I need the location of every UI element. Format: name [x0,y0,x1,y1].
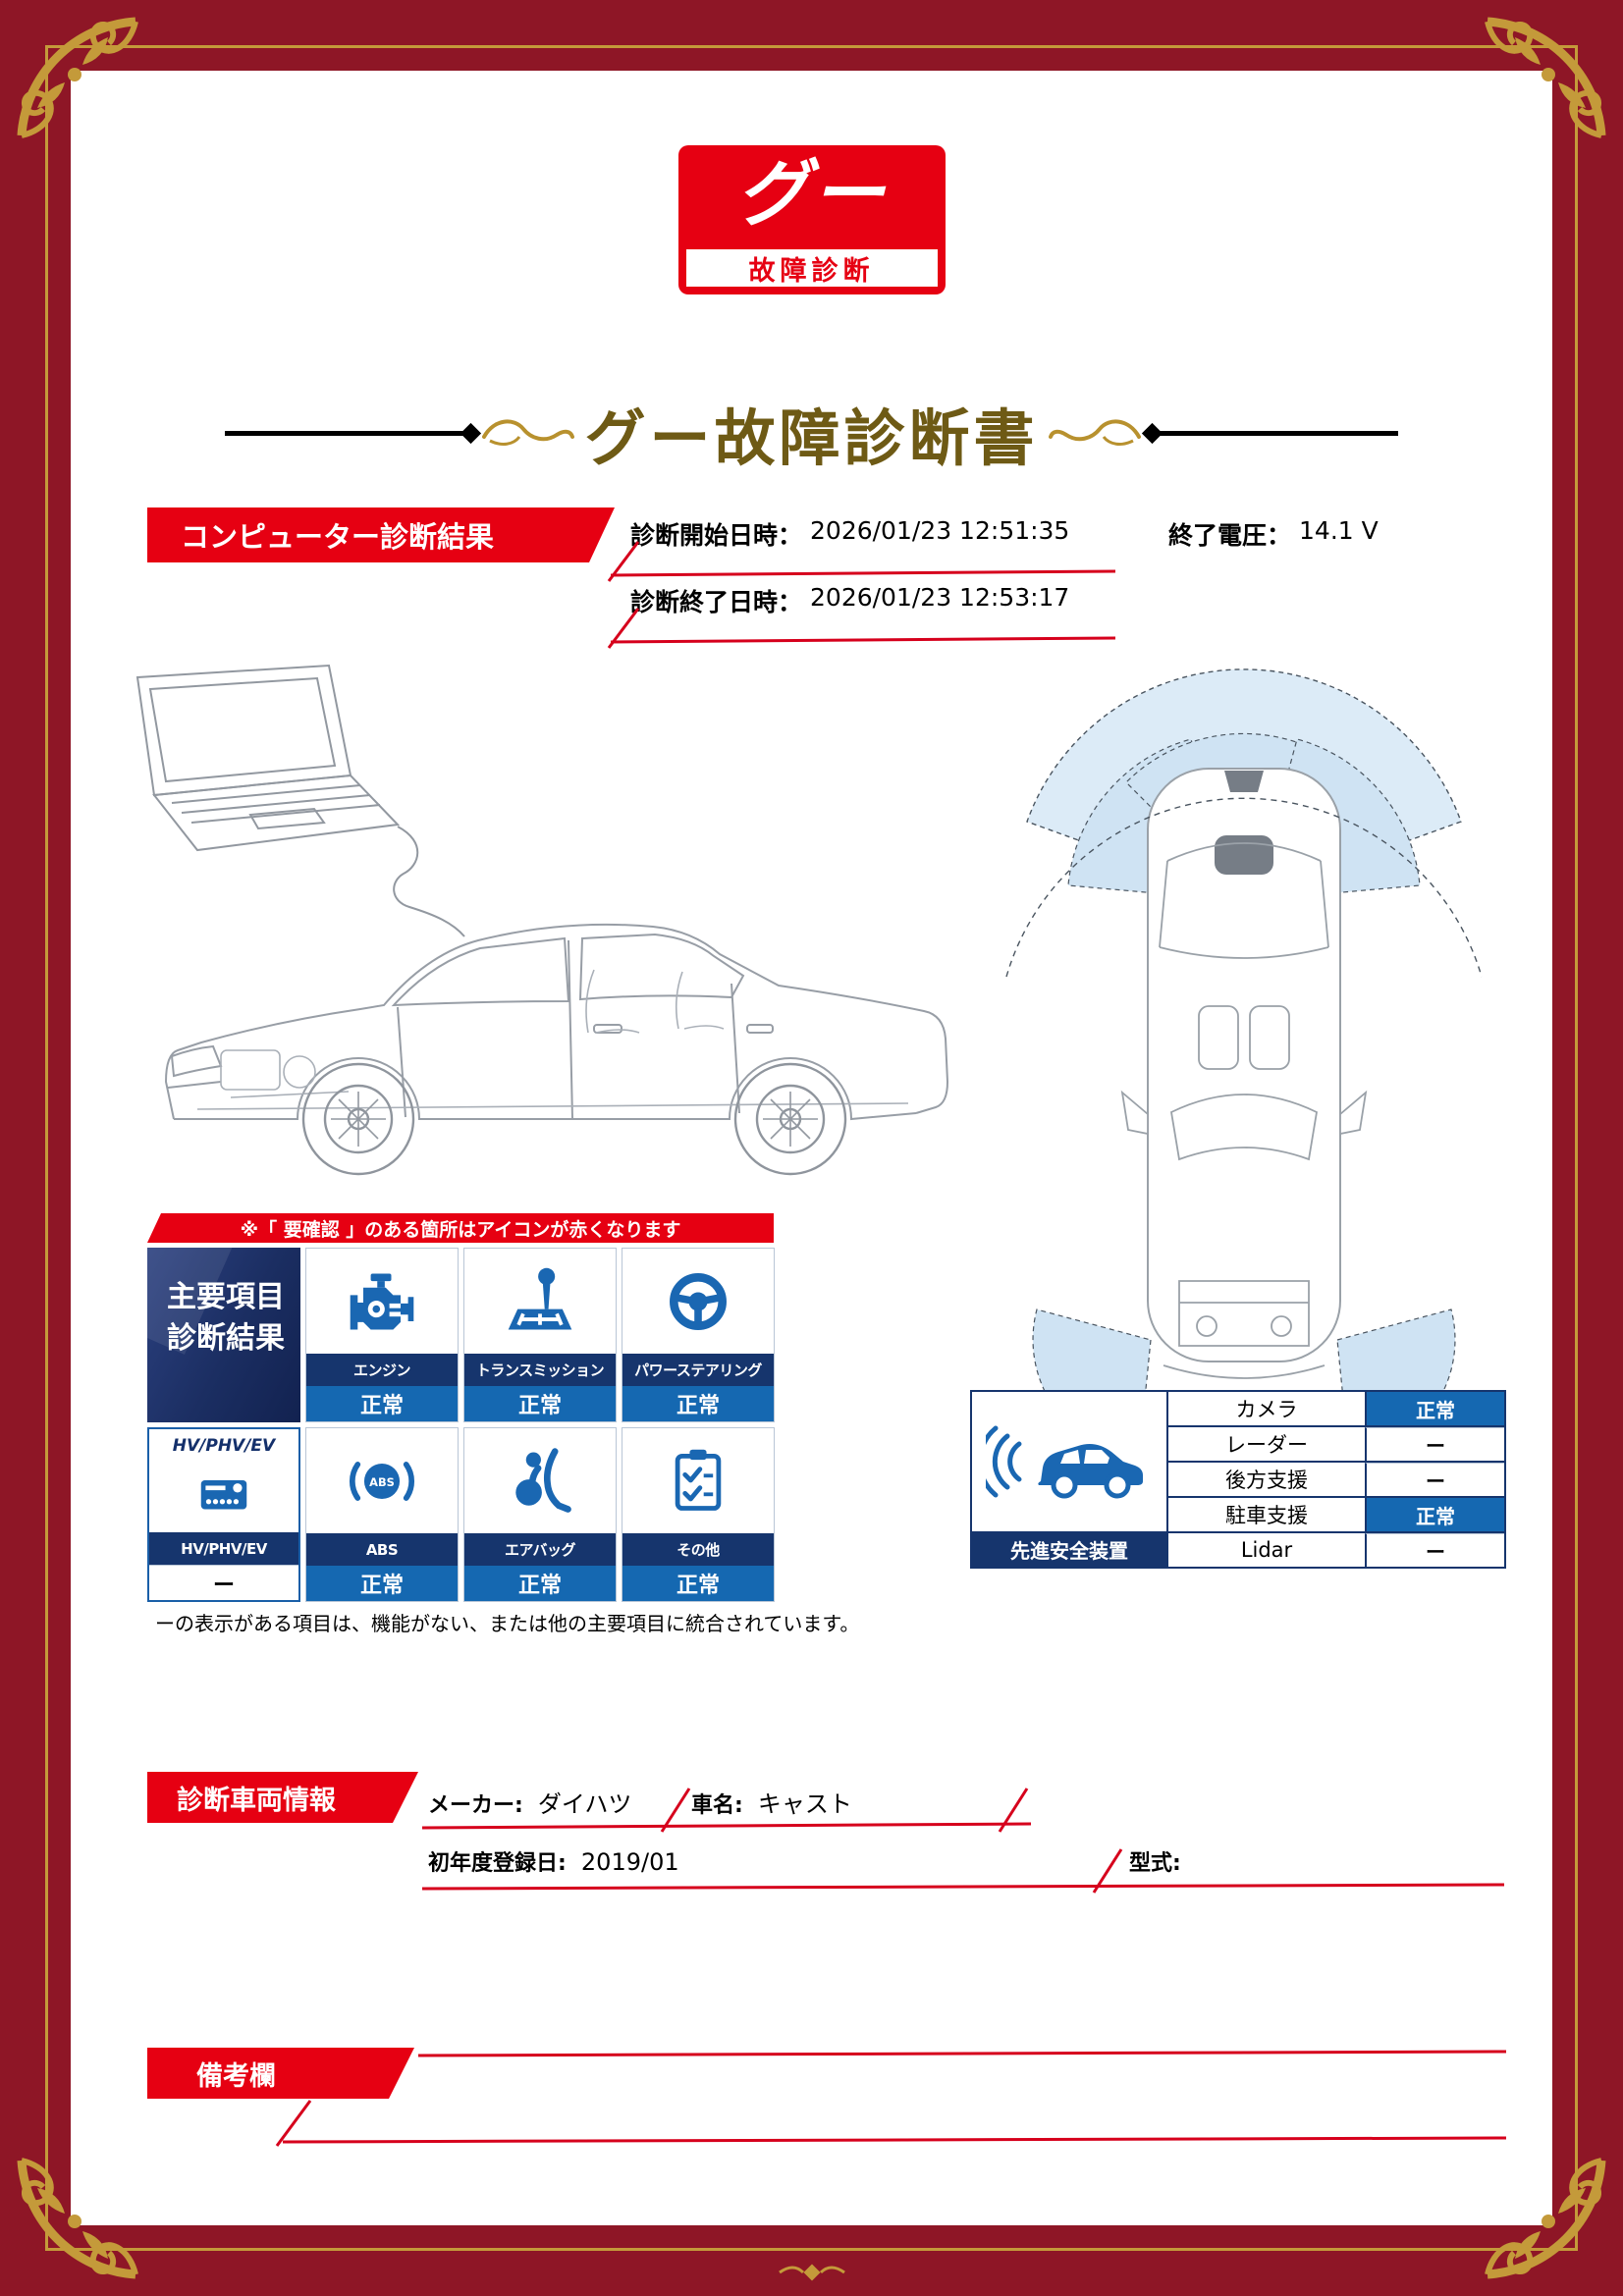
engine-icon [306,1249,458,1354]
dash-footnote: ーの表示がある項目は、機能がない、または他の主要項目に統合されています。 [155,1612,860,1635]
abs-icon: ABS [306,1428,458,1533]
model-label: 型式: [1129,1851,1181,1876]
main-results-line2: 診断結果 [167,1321,285,1356]
diag-item-label: HV/PHV/EV [149,1532,298,1565]
diag-item-transmission: トランスミッション 正常 [463,1248,617,1422]
diagnosis-end-datetime: 診断終了日時： 2026/01/23 12:53:17 [630,583,1069,618]
first-registration-value: 2019/01 [580,1848,679,1876]
diag-item-label: その他 [622,1533,774,1566]
safety-row: 駐車支援 正常 [1168,1496,1504,1531]
corner-ornament-icon [1485,2158,1606,2279]
diag-item-label: パワーステアリング [622,1354,774,1386]
diag-item-label: エアバッグ [464,1533,616,1566]
diag-item-airbag: エアバッグ 正常 [463,1427,617,1602]
diagnosis-grid: 主要項目 診断結果 エンジン 正常 [147,1248,775,1602]
diag-item-status: 正常 [622,1386,774,1421]
diag-item-engine: エンジン 正常 [305,1248,459,1422]
safety-row-status: ー [1365,1463,1504,1496]
diagnosis-end-value: 2026/01/23 12:53:17 [810,583,1070,612]
diagnosis-ruled-lines [607,541,1116,649]
diag-item-status: 正常 [622,1566,774,1601]
safety-row: Lidar ー [1168,1531,1504,1567]
safety-row-label: Lidar [1240,1538,1293,1562]
first-registration-label: 初年度登録日: [428,1851,567,1876]
sensor-coverage-illustration [1005,668,1483,1459]
title-rule-right [1152,430,1398,436]
safety-left-pane: 先進安全装置 [972,1392,1168,1567]
safety-caption: 先進安全装置 [972,1531,1166,1567]
title-rule-left [225,430,471,436]
report-title: グー故障診断書 [584,402,1039,474]
first-registration-field: 初年度登録日: 2019/01 [428,1845,679,1877]
title-flourish-right-icon [1048,419,1141,446]
diag-item-hv: HV/PHV/EV HV/PHV/EV ー [147,1427,300,1602]
vehicle-info-banner: 診断車両情報 [147,1772,418,1823]
diag-item-label: トランスミッション [464,1354,616,1386]
safety-rows: カメラ 正常 レーダー ー 後方支援 ー 駐車支援 正常 Lidar ー [1168,1392,1504,1567]
maker-value: ダイハツ [537,1790,632,1818]
diag-item-status: 正常 [464,1566,616,1601]
safety-row: 後方支援 ー [1168,1461,1504,1496]
safety-row-label: 後方支援 [1225,1468,1308,1492]
svg-text:ABS: ABS [369,1474,395,1488]
hv-top-label: HV/PHV/EV [172,1436,276,1456]
diagnosis-end-label: 診断終了日時： [630,588,803,616]
safety-row-status: ー [1365,1427,1504,1461]
safety-row: レーダー ー [1168,1425,1504,1461]
diagnosis-start-datetime: 診断開始日時： 2026/01/23 12:51:35 [630,516,1069,552]
diag-item-power-steering: パワーステアリング 正常 [622,1248,775,1422]
logo-text: グー [735,152,888,237]
maker-field: メーカー: ダイハツ [428,1785,631,1819]
logo-subtitle-strip: 故障診断 [682,246,941,290]
diag-item-status: 正常 [464,1386,616,1421]
safety-row-label: レーダー [1225,1433,1308,1457]
hv-device-icon [149,1456,298,1532]
end-voltage: 終了電圧： 14.1 V [1168,516,1379,552]
diagnostic-laptop-car-illustration [135,664,949,1176]
computer-diagnosis-banner: コンピューター診断結果 [147,507,615,562]
diagnosis-start-value: 2026/01/23 12:51:35 [810,516,1070,545]
diag-item-label: エンジン [306,1354,458,1386]
corner-ornament-icon [17,2158,138,2279]
diag-item-abs: ABS ABS 正常 [305,1427,459,1602]
transmission-icon [464,1249,616,1354]
title-flourish-left-icon [482,419,575,446]
maker-label: メーカー: [428,1793,523,1818]
car-name-label: 車名: [691,1793,743,1818]
main-results-line1: 主要項目 [167,1280,285,1314]
logo-subtitle: 故障診断 [748,255,875,287]
model-field: 型式: [1129,1845,1181,1877]
diag-item-status: 正常 [306,1386,458,1421]
corner-ornament-icon [1485,17,1606,138]
title-row: グー故障診断書 [0,389,1623,477]
diag-item-label: ABS [306,1533,458,1566]
checklist-icon [622,1428,774,1533]
vehicle-ruled-lines [421,1788,1505,1894]
steering-wheel-icon [622,1249,774,1354]
bottom-ornament-icon [778,2264,845,2281]
diag-item-status: 正常 [306,1566,458,1601]
alert-note-bar: ※「 要確認 」のある箇所はアイコンが赤くなります [147,1213,774,1243]
safety-row-status: 正常 [1365,1498,1504,1531]
car-name-field: 車名: キャスト [691,1785,852,1819]
goo-logo: グー 故障診断 [677,145,946,294]
end-voltage-label: 終了電圧： [1168,521,1292,550]
remarks-ruled-lines [275,2050,1507,2147]
remarks-banner: 備考欄 [147,2048,414,2099]
safety-row-status: ー [1365,1533,1504,1567]
airbag-icon [464,1428,616,1533]
main-results-block: 主要項目 診断結果 [147,1248,300,1422]
safety-row-label: 駐車支援 [1225,1504,1308,1527]
diag-item-status: ー [149,1565,298,1600]
safety-car-icon [972,1392,1166,1531]
safety-row: カメラ 正常 [1168,1392,1504,1425]
diagnosis-start-label: 診断開始日時： [630,521,803,550]
car-name-value: キャスト [757,1790,852,1818]
end-voltage-value: 14.1 V [1299,516,1379,545]
safety-row-status: 正常 [1365,1392,1504,1425]
safety-row-label: カメラ [1235,1398,1298,1421]
diag-item-other: その他 正常 [622,1427,775,1602]
safety-table: 先進安全装置 カメラ 正常 レーダー ー 後方支援 ー 駐車支援 正常 Lida… [970,1390,1506,1569]
corner-ornament-icon [17,17,138,138]
